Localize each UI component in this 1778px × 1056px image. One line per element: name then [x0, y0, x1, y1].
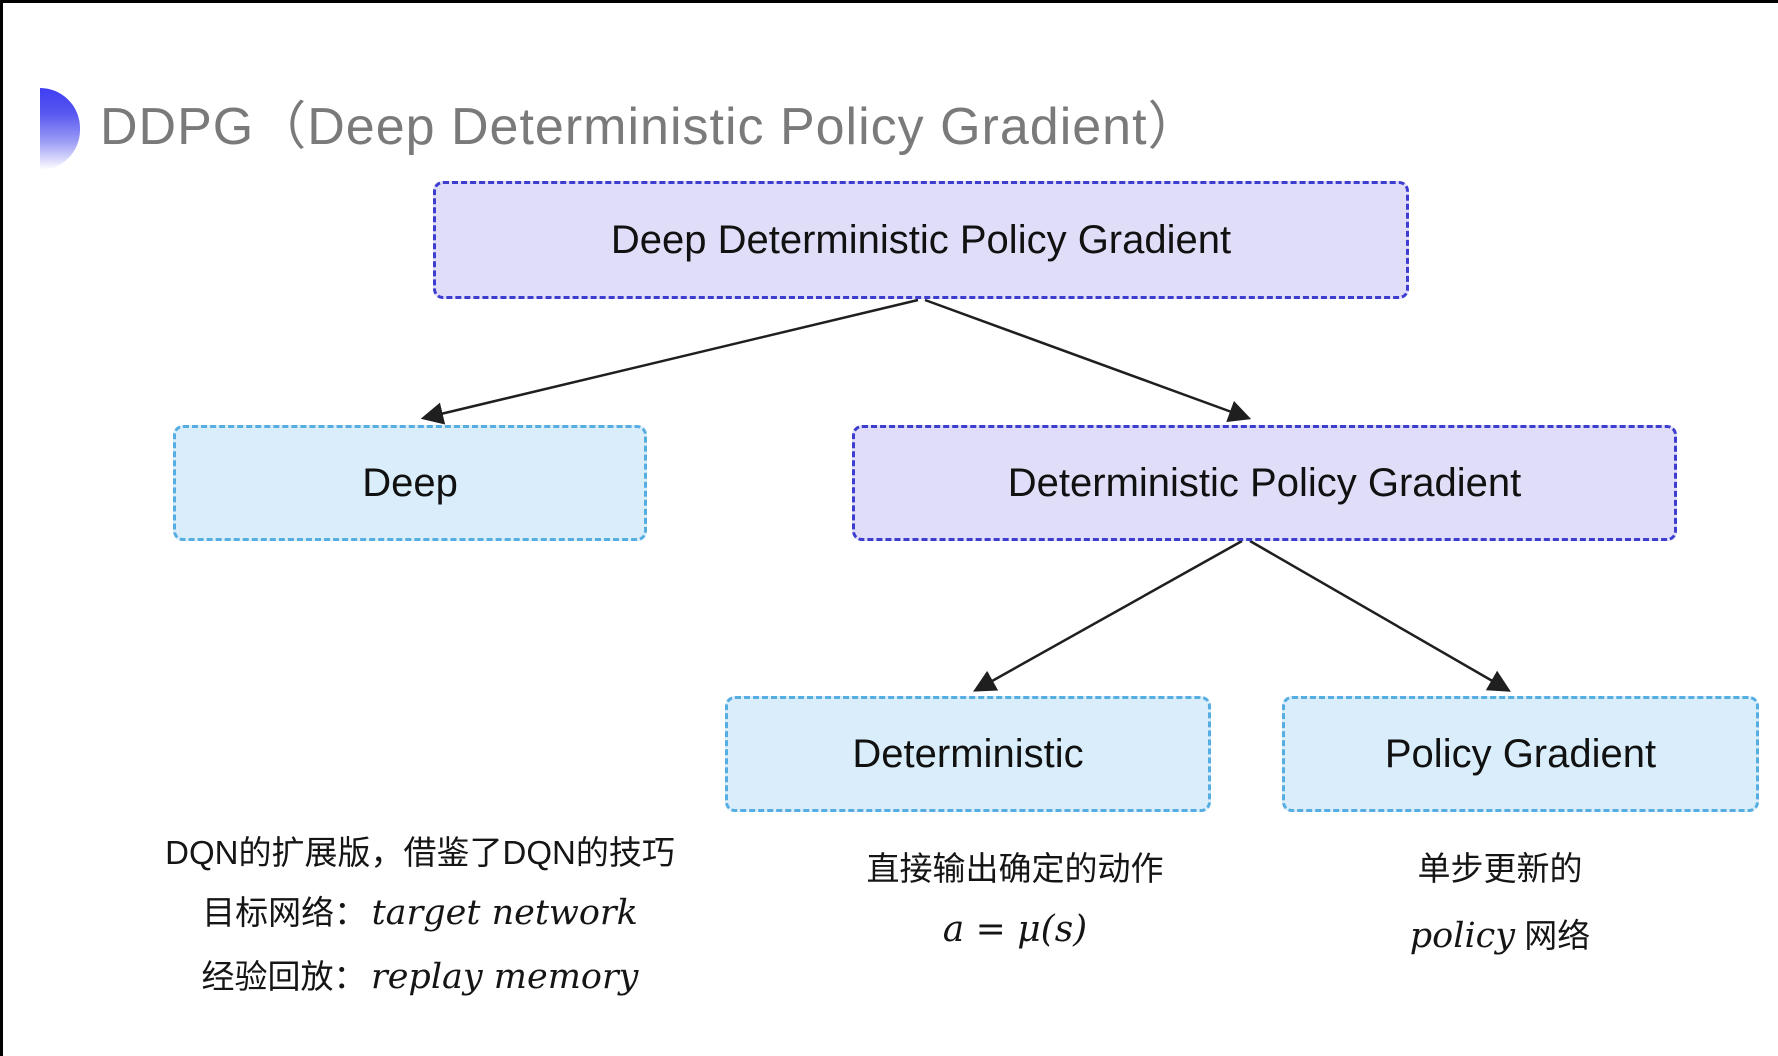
left-frame-line: [0, 0, 3, 1056]
arrow-root-to-deep: [420, 298, 919, 425]
arrow-root-to-dpg: [924, 298, 1252, 423]
note-deep-line3: 经验回放： replay memory: [140, 957, 700, 997]
page-title: DDPG（Deep Deterministic Policy Gradient）: [100, 98, 1201, 156]
note-det-line1: 直接输出确定的动作: [866, 850, 1164, 887]
node-root-label: Deep Deterministic Policy Gradient: [610, 217, 1232, 262]
notes-policy-gradient: 单步更新的 policy 网络: [1280, 852, 1720, 981]
note-det-formula: a = μ(s): [942, 909, 1088, 950]
node-policy-gradient: Policy Gradient: [1282, 696, 1759, 812]
top-frame-line: [0, 0, 1778, 3]
node-deterministic-policy-gradient: Deterministic Policy Gradient: [852, 425, 1677, 541]
note-deep-line3-value: replay memory: [370, 957, 639, 997]
note-deep-line3-label: 经验回放：: [201, 958, 367, 995]
arrow-dpg-to-policy-gradient: [1249, 539, 1511, 692]
note-deep-line2: 目标网络： target network: [140, 893, 700, 933]
notes-deterministic: 直接输出确定的动作 a = μ(s): [790, 852, 1240, 974]
note-deep-line2-value: target network: [371, 893, 638, 933]
title-bullet-icon: [40, 88, 80, 170]
note-pg-line1: 单步更新的: [1417, 850, 1583, 887]
note-deep-line1: DQN的扩展版，借鉴了DQN的技巧: [165, 834, 675, 871]
notes-deep: DQN的扩展版，借鉴了DQN的技巧 目标网络： target network 经…: [140, 836, 700, 1021]
note-pg-line2: policy 网络: [1280, 909, 1720, 957]
node-deep-label: Deep: [362, 460, 458, 505]
node-deterministic-label: Deterministic: [852, 731, 1084, 776]
arrow-dpg-to-deterministic: [973, 539, 1243, 692]
node-dpg-label: Deterministic Policy Gradient: [1007, 460, 1522, 505]
node-policy-gradient-label: Policy Gradient: [1384, 731, 1657, 776]
node-deep: Deep: [173, 425, 647, 541]
node-deterministic: Deterministic: [725, 696, 1211, 812]
note-pg-line2-italic: policy: [1409, 916, 1516, 956]
note-pg-line2-rest: 网络: [1515, 917, 1591, 954]
note-deep-line2-label: 目标网络：: [202, 894, 368, 931]
node-deep-deterministic-policy-gradient: Deep Deterministic Policy Gradient: [433, 181, 1409, 299]
